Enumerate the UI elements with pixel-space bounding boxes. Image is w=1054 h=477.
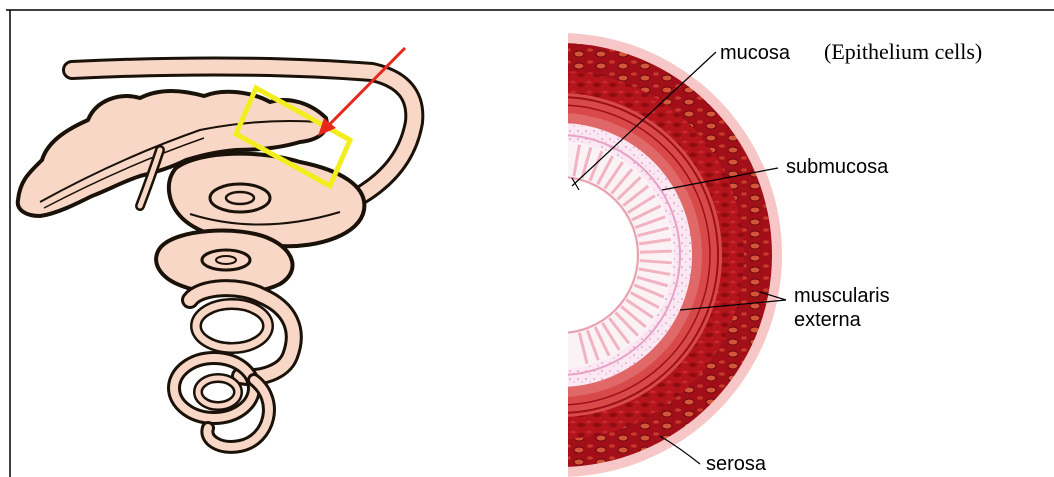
label-muscularis: muscularis	[794, 285, 890, 307]
label-externa: externa	[794, 309, 862, 331]
label-epithelium: (Epithelium cells)	[824, 39, 982, 64]
label-mucosa: mucosa	[720, 42, 791, 64]
villus	[640, 251, 672, 252]
label-serosa: serosa	[706, 453, 767, 475]
label-submucosa: submucosa	[786, 156, 889, 178]
small-intestine-illustration	[18, 66, 415, 446]
